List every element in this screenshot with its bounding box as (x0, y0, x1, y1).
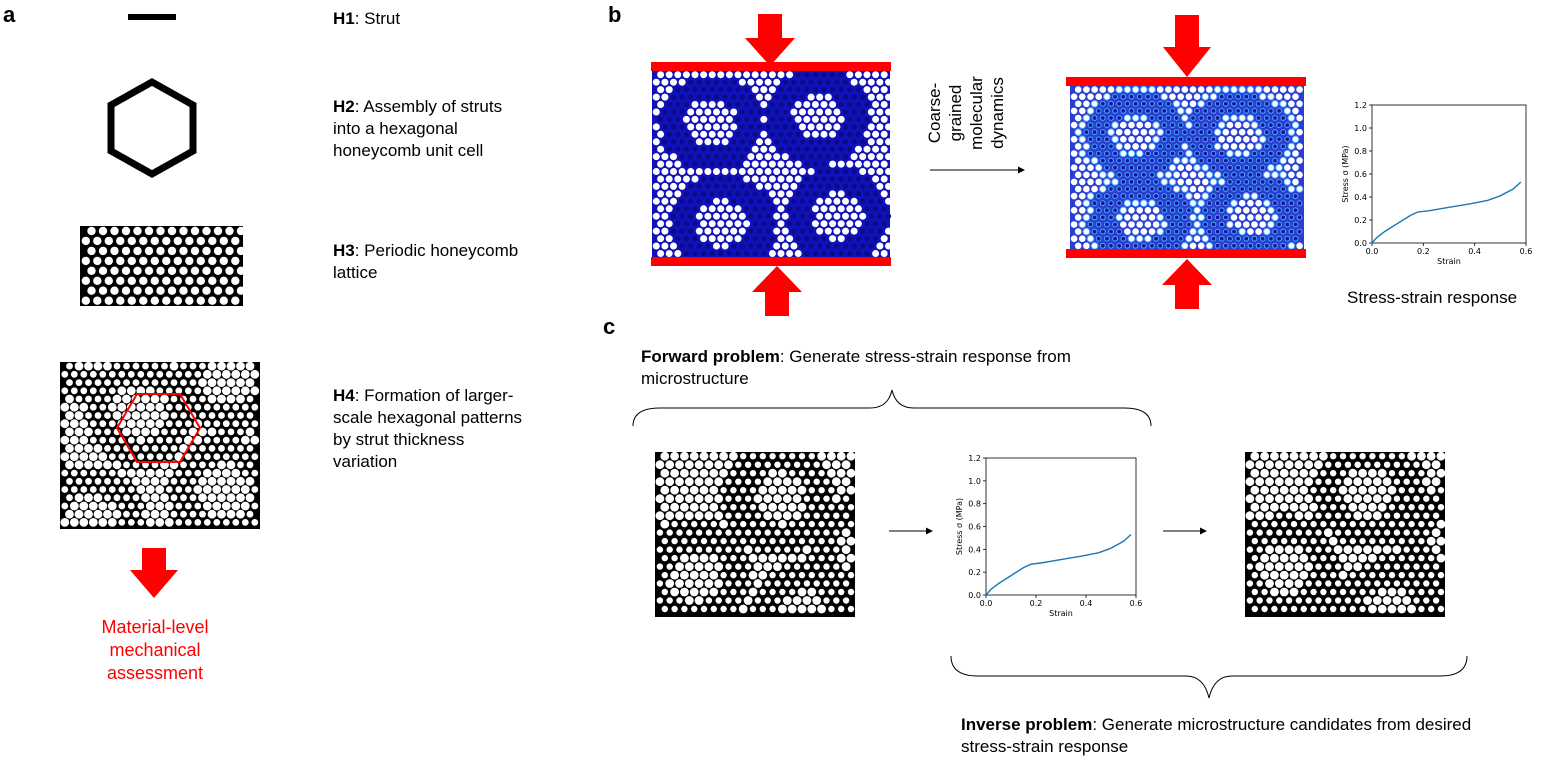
compression-plate-bottom-left (651, 257, 891, 266)
md-lattice-before-image (652, 71, 892, 257)
inverse-arrow-icon-1 (1163, 527, 1207, 535)
md-process-arrow-icon (930, 166, 1025, 174)
compression-arrow-bottom-right-icon (1162, 259, 1212, 309)
inverse-problem-label: Inverse problem: Generate microstructure… (961, 715, 1472, 756)
y-tick-label: 0.6 (968, 523, 981, 532)
compression-arrow-top-right-icon (1163, 15, 1211, 77)
series-line (985, 533, 1132, 596)
compression-plate-top-left (651, 62, 891, 71)
microstructure-input-image (655, 451, 856, 617)
compression-plate-bottom-right (1066, 249, 1306, 258)
forward-problem-label: Forward problem: Generate stress-strain … (641, 347, 1071, 388)
y-tick-label: 0.2 (968, 568, 981, 577)
h4-label: H4: Formation of larger-scale hexagonal … (333, 386, 523, 471)
md-label-box: Coarse-grained molecular dynamics (886, 65, 1046, 160)
y-tick-label: 0.4 (1354, 193, 1367, 202)
x-tick-label: 0.4 (1468, 247, 1481, 256)
chart-frame (1371, 104, 1527, 244)
strut-icon (128, 14, 176, 20)
y-tick-label: 0.8 (1354, 147, 1367, 156)
h3-label: H3: Periodic honeycomb lattice (333, 241, 519, 282)
series-line (1371, 181, 1522, 244)
y-tick-label: 0.4 (968, 545, 981, 554)
panel-letter-a: a (3, 2, 16, 27)
y-tick-label: 1.0 (968, 477, 981, 486)
x-tick-label: 0.0 (980, 599, 993, 608)
x-tick-label: 0.6 (1130, 599, 1143, 608)
y-axis-label: Stress σ (MPa) (955, 498, 964, 555)
chart-frame (985, 457, 1137, 596)
microstructure-output-image (1245, 451, 1446, 617)
y-tick-label: 1.2 (1354, 101, 1367, 110)
patterned-lattice-image (60, 361, 260, 529)
forward-arrow-icon-1 (889, 527, 933, 535)
y-tick-label: 1.0 (1354, 124, 1367, 133)
y-axis-label: Stress σ (MPa) (1341, 145, 1350, 202)
panel-letter-c: c (603, 314, 616, 339)
panel-letter-b: b (608, 2, 622, 27)
x-tick-label: 0.2 (1030, 599, 1043, 608)
x-axis-label: Strain (1049, 609, 1073, 618)
forward-brace (632, 389, 1152, 427)
x-tick-label: 0.0 (1366, 247, 1379, 256)
compression-arrow-top-left-icon (745, 14, 795, 66)
down-arrow-icon (130, 548, 178, 598)
y-tick-label: 0.0 (1354, 239, 1367, 248)
y-tick-label: 0.8 (968, 500, 981, 509)
hexagon-unit-cell-icon (107, 77, 197, 179)
y-tick-label: 0.2 (1354, 216, 1367, 225)
x-tick-label: 0.2 (1417, 247, 1430, 256)
x-tick-label: 0.6 (1520, 247, 1533, 256)
y-tick-label: 0.6 (1354, 170, 1367, 179)
compression-arrow-bottom-left-icon (752, 266, 802, 316)
y-tick-label: 1.2 (968, 454, 981, 463)
md-label: Coarse-grained molecular dynamics (925, 75, 1007, 150)
inverse-brace (950, 655, 1468, 699)
compression-plate-top-right (1066, 77, 1306, 86)
assessment-label: Material-level mechanical assessment (101, 617, 209, 683)
x-tick-label: 0.4 (1080, 599, 1093, 608)
h2-label: H2: Assembly of struts into a hexagonal … (333, 97, 503, 160)
h1-label: H1: Strut (333, 9, 401, 28)
md-lattice-after-image (1070, 85, 1304, 250)
x-axis-label: Strain (1437, 257, 1461, 266)
y-tick-label: 0.0 (968, 591, 981, 600)
stress-strain-label: Stress-strain response (1347, 288, 1518, 307)
periodic-lattice-image (80, 226, 246, 306)
